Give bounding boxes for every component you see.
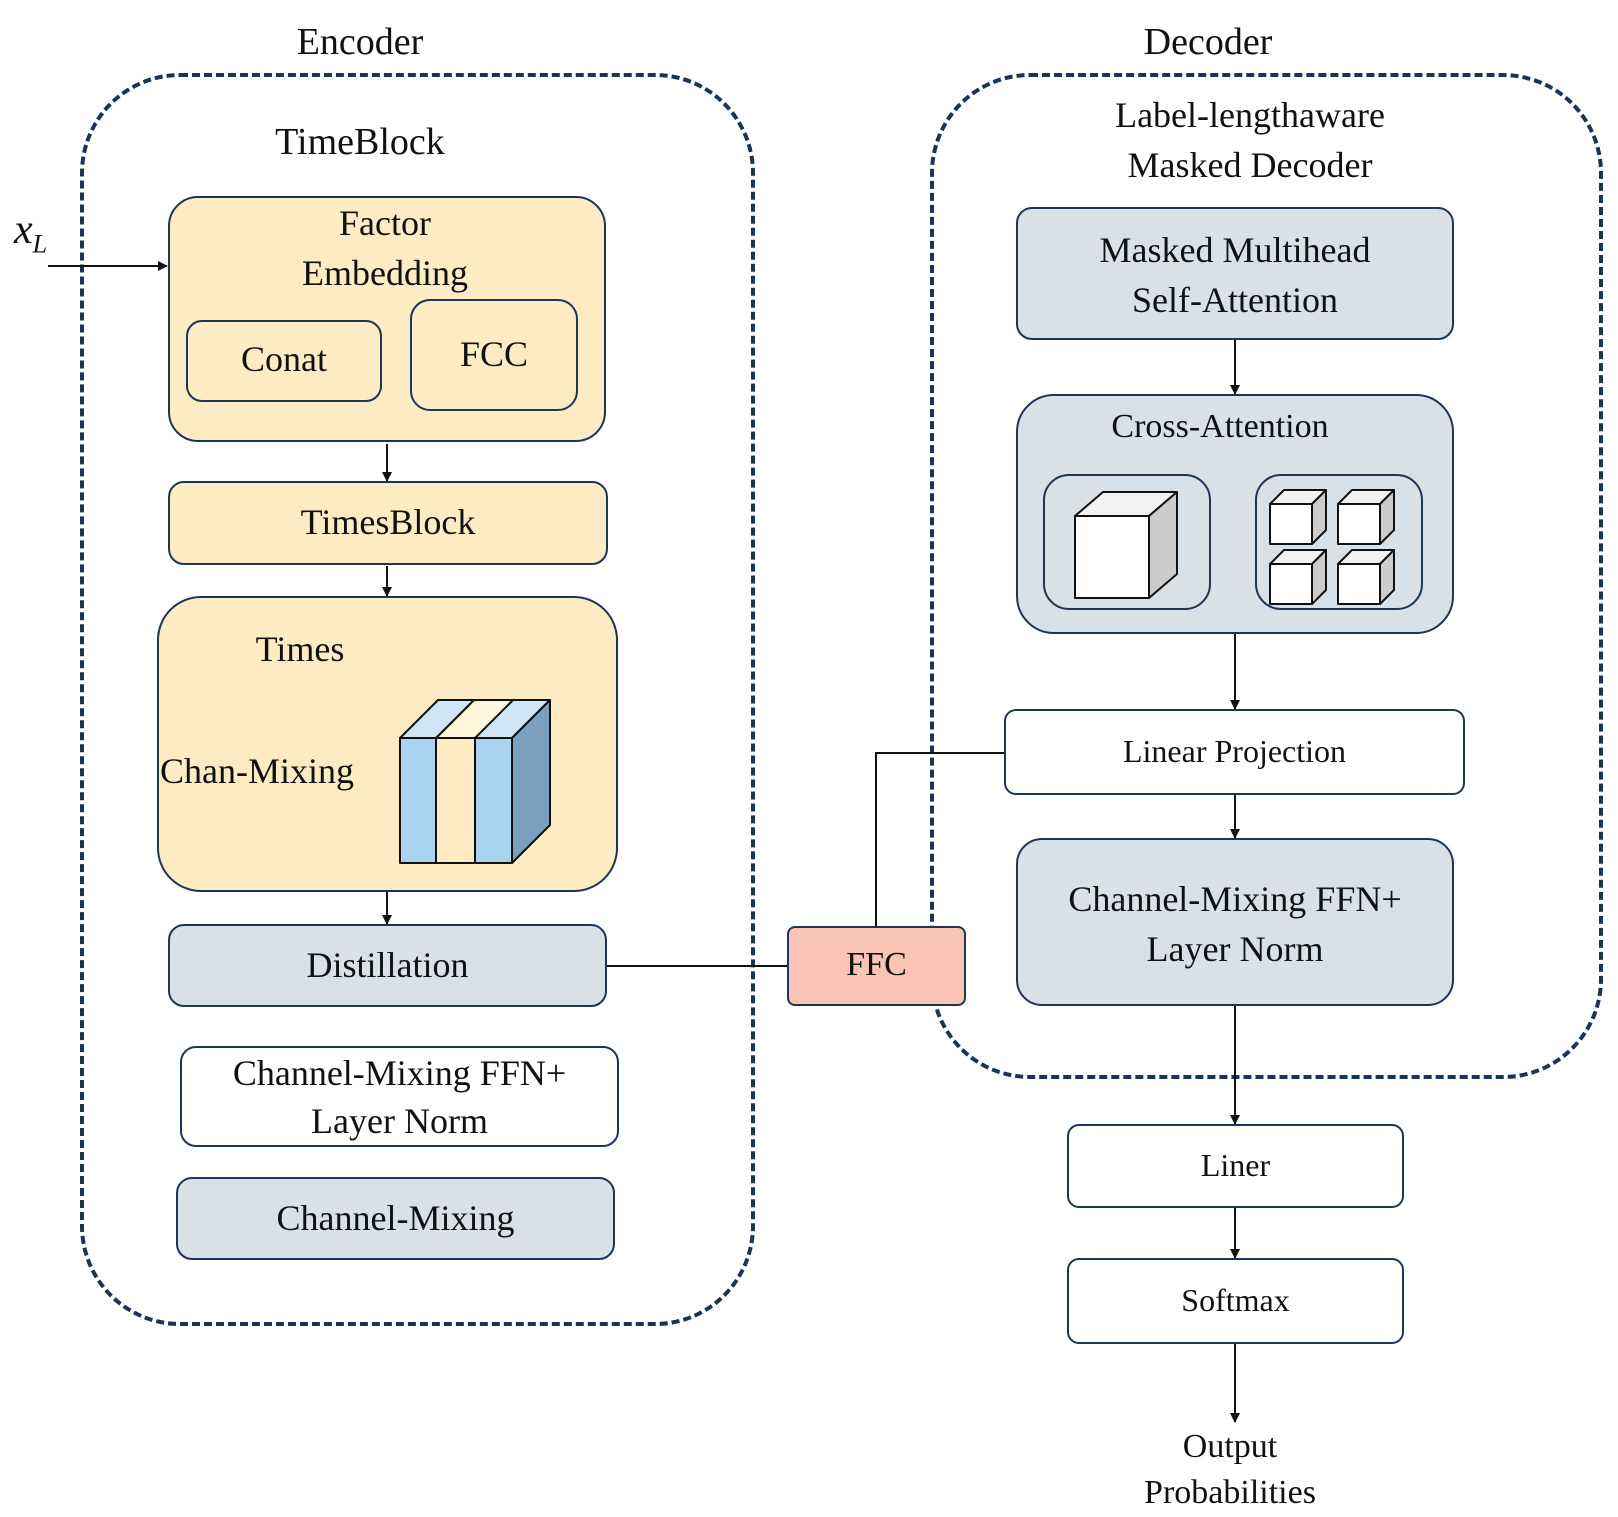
ffc-to-linear-projection-line [875,752,1004,926]
fcc-label: FCC [459,334,529,374]
decoder-subtitle: Label-lengthaware Masked Decoder [1115,95,1385,185]
decoder-group [930,73,1603,1079]
times-label: Times [255,629,345,669]
distillation-label: Distillation [306,945,469,985]
single-cube-icon [1074,491,1178,599]
encoder-subtitle: TimeBlock [275,121,445,163]
timesblock-box [168,481,608,565]
timesblock-label: TimesBlock [300,502,476,542]
input-variable: x [14,207,33,253]
input-label: xL [14,205,74,260]
decoder-ffn-box [1016,838,1454,1006]
chan-mixing-label: Chan-Mixing [160,751,354,791]
output-probabilities-label: Output Probabilities [1144,1428,1316,1511]
input-subscript: L [32,229,48,259]
masked-attention-label: Masked Multihead Self-Attention [1099,230,1371,320]
cross-attention-label: Cross-Attention [1111,408,1329,445]
masked-attention-box [1016,207,1454,340]
channel-mixing-box [176,1177,615,1260]
liner-box [1067,1124,1404,1208]
encoder-title: Encoder [296,21,424,63]
linear-projection-label: Linear Projection [1122,733,1347,769]
ffc-box [787,926,966,1006]
conat-label: Conat [241,339,327,379]
decoder-ffn-label: Channel-Mixing FFN+ Layer Norm [1068,879,1402,969]
fcc-box [410,299,578,411]
encoder-group [80,73,755,1326]
channel-stack-icon [399,699,551,864]
softmax-label: Softmax [1181,1282,1290,1318]
linear-projection-box [1004,709,1465,795]
conat-box [186,320,382,402]
decoder-title: Decoder [1143,21,1273,63]
channel-mixing-label: Channel-Mixing [276,1198,515,1238]
multi-cube-icon [1269,489,1395,605]
encoder-ffn-box [180,1046,619,1147]
factor-embedding-label: Factor Embedding [302,203,468,293]
softmax-box [1067,1258,1404,1344]
ffc-label: FFC [846,946,907,983]
distillation-box [168,924,607,1007]
liner-label: Liner [1200,1147,1271,1183]
encoder-ffn-label: Channel-Mixing FFN+ Layer Norm [232,1053,567,1141]
